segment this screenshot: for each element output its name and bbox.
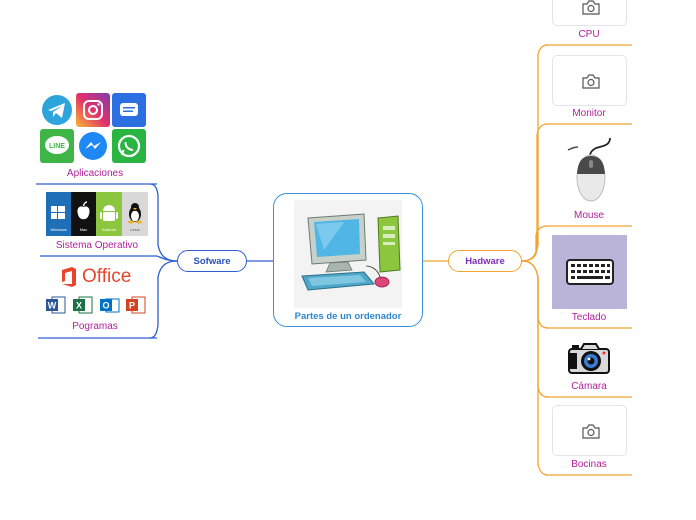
computer-illustration bbox=[294, 200, 402, 308]
hardware-node[interactable]: Hadware bbox=[448, 250, 522, 272]
mouse-image bbox=[567, 138, 611, 202]
mouse-label[interactable]: Mouse bbox=[573, 210, 604, 221]
teclado-label[interactable]: Teclado bbox=[571, 312, 607, 323]
office-logo-text: Office bbox=[82, 266, 132, 287]
whatsapp-icon bbox=[112, 129, 146, 163]
windows-caption: Windows bbox=[50, 227, 67, 232]
sistema-operativo-image: Windows Mac Android Linux bbox=[46, 192, 148, 236]
monitor-image-placeholder bbox=[552, 55, 627, 106]
link-hardware-mouse bbox=[521, 225, 549, 262]
windows-icon: Windows bbox=[46, 192, 71, 236]
svg-text:LINE: LINE bbox=[49, 143, 65, 150]
telegram-icon bbox=[40, 93, 74, 127]
aplicaciones-image: LINE bbox=[40, 93, 150, 165]
programas-image: Office W X O P bbox=[46, 264, 150, 318]
link-software-aplicaciones bbox=[149, 183, 178, 262]
teclado-image bbox=[552, 235, 627, 309]
instagram-icon bbox=[76, 93, 110, 127]
svg-text:X: X bbox=[76, 301, 82, 311]
camera-placeholder-icon bbox=[582, 424, 600, 439]
powerpoint-icon: P bbox=[126, 295, 146, 315]
central-topic[interactable]: Partes de un ordenador bbox=[273, 193, 423, 327]
monitor-label[interactable]: Monitor bbox=[572, 108, 606, 119]
camara-label[interactable]: Cámara bbox=[571, 381, 607, 392]
bocinas-label[interactable]: Bocinas bbox=[571, 459, 607, 470]
camera-image bbox=[568, 343, 610, 374]
svg-text:P: P bbox=[129, 301, 135, 311]
camera-placeholder-icon bbox=[582, 74, 600, 89]
programas-label[interactable]: Pogramas bbox=[72, 321, 118, 332]
android-icon: Android bbox=[96, 192, 122, 236]
bocinas-image-placeholder bbox=[552, 405, 627, 456]
link-hardware-camara bbox=[521, 260, 549, 398]
aplicaciones-label[interactable]: Aplicaciones bbox=[66, 168, 124, 179]
word-icon: W bbox=[46, 295, 66, 315]
linux-icon: Linux bbox=[122, 192, 148, 236]
svg-text:W: W bbox=[48, 301, 57, 311]
software-node[interactable]: Sofware bbox=[177, 250, 247, 272]
central-topic-title: Partes de un ordenador bbox=[294, 311, 402, 322]
android-caption: Android bbox=[102, 227, 116, 232]
apple-icon: Mac bbox=[71, 192, 96, 236]
sistema-operativo-label[interactable]: Sistema Operativo bbox=[55, 240, 139, 251]
link-hardware-monitor bbox=[521, 123, 549, 262]
svg-text:O: O bbox=[102, 301, 109, 311]
cpu-label[interactable]: CPU bbox=[578, 29, 600, 40]
office-logo-icon bbox=[62, 267, 76, 287]
link-hardware-bocinas bbox=[521, 260, 549, 476]
linux-caption: Linux bbox=[130, 227, 140, 232]
cpu-image-placeholder bbox=[552, 0, 627, 26]
excel-icon: X bbox=[73, 295, 93, 315]
messenger-icon bbox=[76, 129, 110, 163]
messages-icon bbox=[112, 93, 146, 127]
line-icon: LINE bbox=[40, 129, 74, 163]
outlook-icon: O bbox=[100, 295, 120, 315]
link-hardware-teclado bbox=[521, 260, 549, 329]
link-hardware-cpu bbox=[521, 44, 549, 262]
link-software-programas bbox=[149, 260, 178, 339]
camera-placeholder-icon bbox=[582, 0, 600, 15]
keyboard-icon bbox=[566, 259, 614, 285]
mac-caption: Mac bbox=[79, 227, 88, 232]
